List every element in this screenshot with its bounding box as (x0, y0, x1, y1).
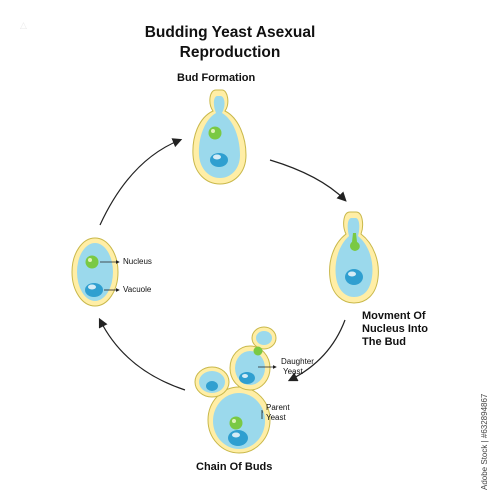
cycle-arrow-right-bottom (287, 319, 346, 382)
cell-bud-formation (192, 89, 247, 185)
label-parent-yeast-line-1: Parent (266, 403, 290, 412)
cell-labeled-parts (71, 237, 120, 307)
diagram-title-line-1: Budding Yeast Asexual (144, 24, 316, 41)
label-nucleus-movement-line-3: The Bud (362, 336, 406, 348)
label-vacuole: Vacuole (123, 285, 152, 294)
cycle-arrow-bottom-left (98, 317, 186, 391)
label-nucleus: Nucleus (123, 257, 152, 266)
label-chain-of-buds: Chain Of Buds (196, 461, 273, 473)
cycle-arrow-left-top (99, 138, 183, 226)
label-nucleus-movement-line-2: Nucleus Into (362, 323, 429, 335)
label-parent-yeast-line-2: Yeast (266, 413, 286, 422)
nucleus-icon (208, 126, 222, 140)
stock-id: Adobe Stock | #632894867 (480, 393, 489, 490)
label-nucleus-movement-line-1: Movment Of (362, 310, 426, 322)
diagram-title-line-2: Reproduction (179, 44, 281, 61)
cycle-arrow-top-right (269, 159, 347, 202)
label-daughter-yeast-line-2: Yeast (283, 367, 303, 376)
watermark: △ (20, 20, 27, 30)
cell-nucleus-movement (329, 211, 379, 304)
label-bud-formation: Bud Formation (177, 72, 256, 84)
cell-chain-of-buds (194, 326, 277, 454)
label-daughter-yeast-line-1: Daughter (281, 357, 314, 366)
